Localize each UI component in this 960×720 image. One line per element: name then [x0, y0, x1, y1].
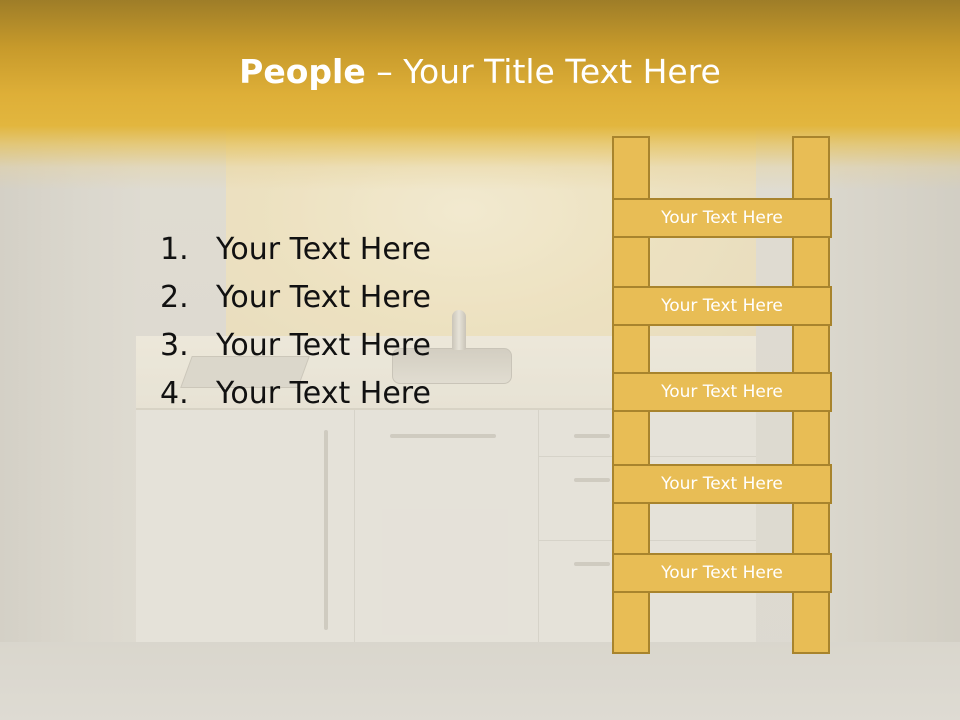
slide-title-rest: – Your Title Text Here	[365, 52, 721, 91]
background-cabinet-handle	[574, 434, 610, 438]
background-cabinet-handle	[574, 478, 610, 482]
list-item-number: 4.	[160, 376, 189, 411]
list-item-number: 2.	[160, 280, 189, 315]
background-cabinet-handle	[390, 434, 496, 438]
background-cabinet-door	[538, 410, 756, 642]
list-item-text: Your Text Here	[216, 376, 431, 411]
list-item-number: 3.	[160, 328, 189, 363]
list-item: 2. Your Text Here	[160, 280, 431, 328]
list-item-text: Your Text Here	[216, 232, 431, 267]
background-cabinet-handle	[574, 562, 610, 566]
list-item: 1. Your Text Here	[160, 232, 431, 280]
list-item: 3. Your Text Here	[160, 328, 431, 376]
background-sink	[392, 348, 512, 384]
list-item-text: Your Text Here	[216, 280, 431, 315]
list-item-number: 1.	[160, 232, 189, 267]
slide-title-bold: People	[239, 52, 366, 91]
list-item-text: Your Text Here	[216, 328, 431, 363]
background-cabinet-door	[354, 410, 538, 642]
numbered-list: 1. Your Text Here 2. Your Text Here 3. Y…	[160, 232, 431, 424]
background-floor	[0, 642, 960, 720]
background-wall-left	[0, 120, 140, 720]
title-banner	[0, 0, 960, 190]
background-faucet	[452, 310, 466, 350]
background-cabinets	[136, 410, 756, 642]
list-item: 4. Your Text Here	[160, 376, 431, 424]
slide-title: People – Your Title Text Here	[0, 52, 960, 91]
background-cabinet-handle	[324, 430, 328, 630]
